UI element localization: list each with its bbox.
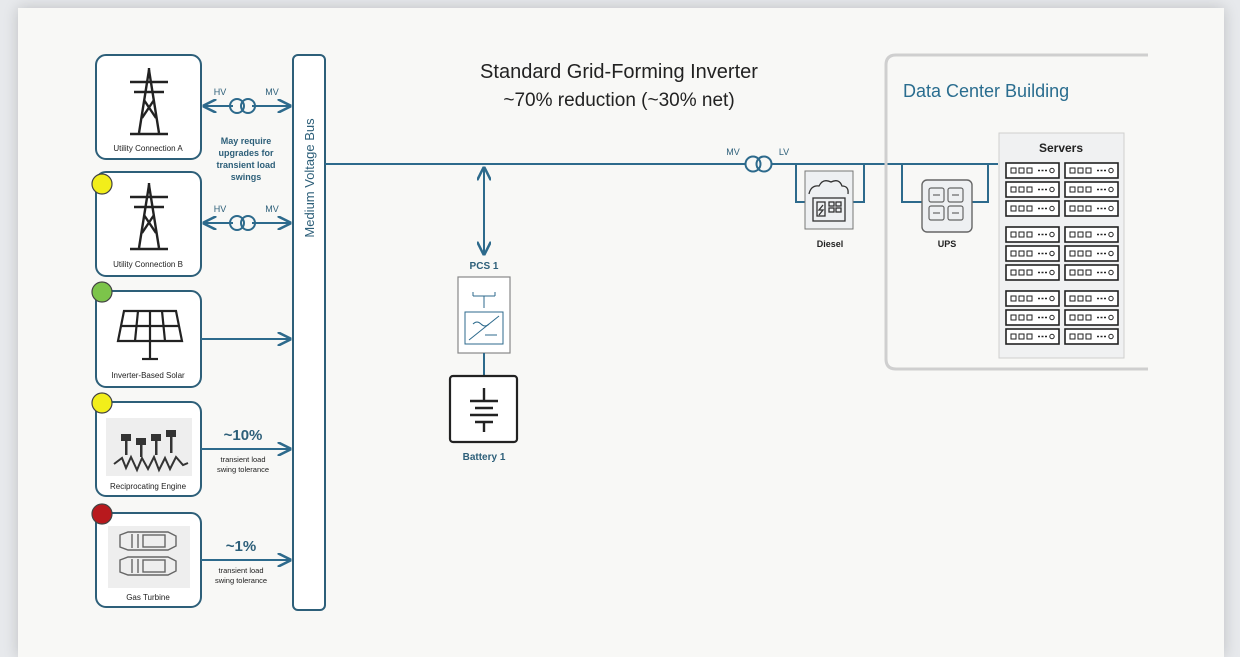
hv-tag: HV (214, 87, 227, 97)
tolerance-value: ~10% (224, 427, 263, 444)
servers-panel: Servers (998, 132, 1125, 359)
utility-note: May require upgrades for transient load … (216, 136, 275, 182)
source-label: Utility Connection B (113, 260, 183, 269)
server-unit-icon (1064, 264, 1119, 281)
server-unit-icon (1005, 226, 1060, 243)
utility-a-connection: HV MV (204, 87, 290, 114)
utility-note-line: upgrades for (218, 148, 274, 158)
power-diagram: Standard Grid-Forming Inverter ~70% redu… (91, 53, 1148, 611)
servers-label: Servers (1039, 141, 1083, 155)
source-label: Utility Connection A (113, 144, 183, 153)
ups-unit: UPS (901, 164, 989, 249)
utility-b-connection: HV MV (204, 204, 290, 231)
server-unit-icon (1064, 162, 1119, 179)
turbine-connection: ~1% transient load swing tolerance (201, 538, 290, 585)
server-unit-icon (1064, 328, 1119, 345)
source-label: Reciprocating Engine (110, 482, 187, 491)
server-unit-icon (1005, 290, 1060, 307)
ups-icon (928, 187, 964, 221)
building-title: Data Center Building (903, 81, 1069, 101)
battery-icon (470, 388, 498, 432)
transformer-icon (229, 98, 256, 114)
utility-note-line: transient load (216, 160, 275, 170)
turbine-icon (119, 531, 177, 576)
solar-panel-icon (116, 309, 184, 361)
utility-note-line: swings (231, 172, 262, 182)
server-unit-icon (1005, 181, 1060, 198)
server-racks (1005, 162, 1119, 345)
source-solar: Inverter-Based Solar (95, 290, 202, 388)
tolerance-note: transient load (220, 455, 265, 464)
status-indicator (91, 281, 113, 303)
utility-note-line: May require (221, 136, 272, 146)
generator-icon (808, 180, 849, 222)
server-unit-icon (1005, 264, 1060, 281)
engine-connection: ~10% transient load swing tolerance (201, 427, 290, 474)
mv-tag: MV (265, 204, 279, 214)
server-unit-icon (1005, 245, 1060, 262)
battery-unit (448, 374, 519, 444)
diagram-canvas: Standard Grid-Forming Inverter ~70% redu… (18, 8, 1224, 657)
source-reciprocating-engine: Reciprocating Engine (95, 401, 202, 497)
hv-tag: HV (214, 204, 227, 214)
inverter-icon (464, 292, 504, 345)
server-unit-icon (1005, 328, 1060, 345)
server-unit-icon (1005, 200, 1060, 217)
status-indicator (91, 173, 113, 195)
transmission-tower-icon (130, 68, 168, 136)
source-utility-a: Utility Connection A (95, 54, 202, 160)
diagram-title: Standard Grid-Forming Inverter (480, 61, 758, 83)
engine-pistons-icon (113, 430, 189, 473)
server-unit-icon (1064, 200, 1119, 217)
medium-voltage-bus (292, 54, 326, 611)
status-indicator (91, 503, 113, 525)
server-unit-icon (1064, 290, 1119, 307)
pcs-label: PCS 1 (470, 261, 499, 272)
ups-label: UPS (938, 239, 957, 249)
mv-tag: MV (726, 147, 740, 157)
tolerance-note: swing tolerance (215, 576, 267, 585)
server-unit-icon (1064, 226, 1119, 243)
transformer-icon (744, 155, 773, 173)
diesel-label: Diesel (817, 239, 844, 249)
tolerance-note: transient load (218, 566, 263, 575)
transmission-tower-icon (130, 183, 168, 251)
battery-label: Battery 1 (463, 452, 506, 463)
source-label: Inverter-Based Solar (111, 371, 185, 380)
lv-tag: LV (779, 147, 789, 157)
server-unit-icon (1064, 309, 1119, 326)
source-label: Gas Turbine (126, 593, 170, 602)
diagram-subtitle: ~70% reduction (~30% net) (503, 90, 734, 111)
server-unit-icon (1005, 162, 1060, 179)
main-transformer: MV LV (726, 147, 789, 173)
server-unit-icon (1064, 181, 1119, 198)
building-outline (884, 53, 1148, 371)
server-unit-icon (1005, 309, 1060, 326)
status-indicator (91, 392, 113, 414)
transformer-icon (229, 215, 256, 231)
diesel-generator: Diesel (795, 164, 865, 249)
tolerance-value: ~1% (226, 538, 256, 555)
server-unit-icon (1064, 245, 1119, 262)
source-gas-turbine: Gas Turbine (95, 512, 202, 608)
tolerance-note: swing tolerance (217, 465, 269, 474)
mv-tag: MV (265, 87, 279, 97)
pcs-unit (457, 276, 511, 354)
source-utility-b: Utility Connection B (95, 171, 202, 277)
bus-label: Medium Voltage Bus (302, 118, 317, 238)
